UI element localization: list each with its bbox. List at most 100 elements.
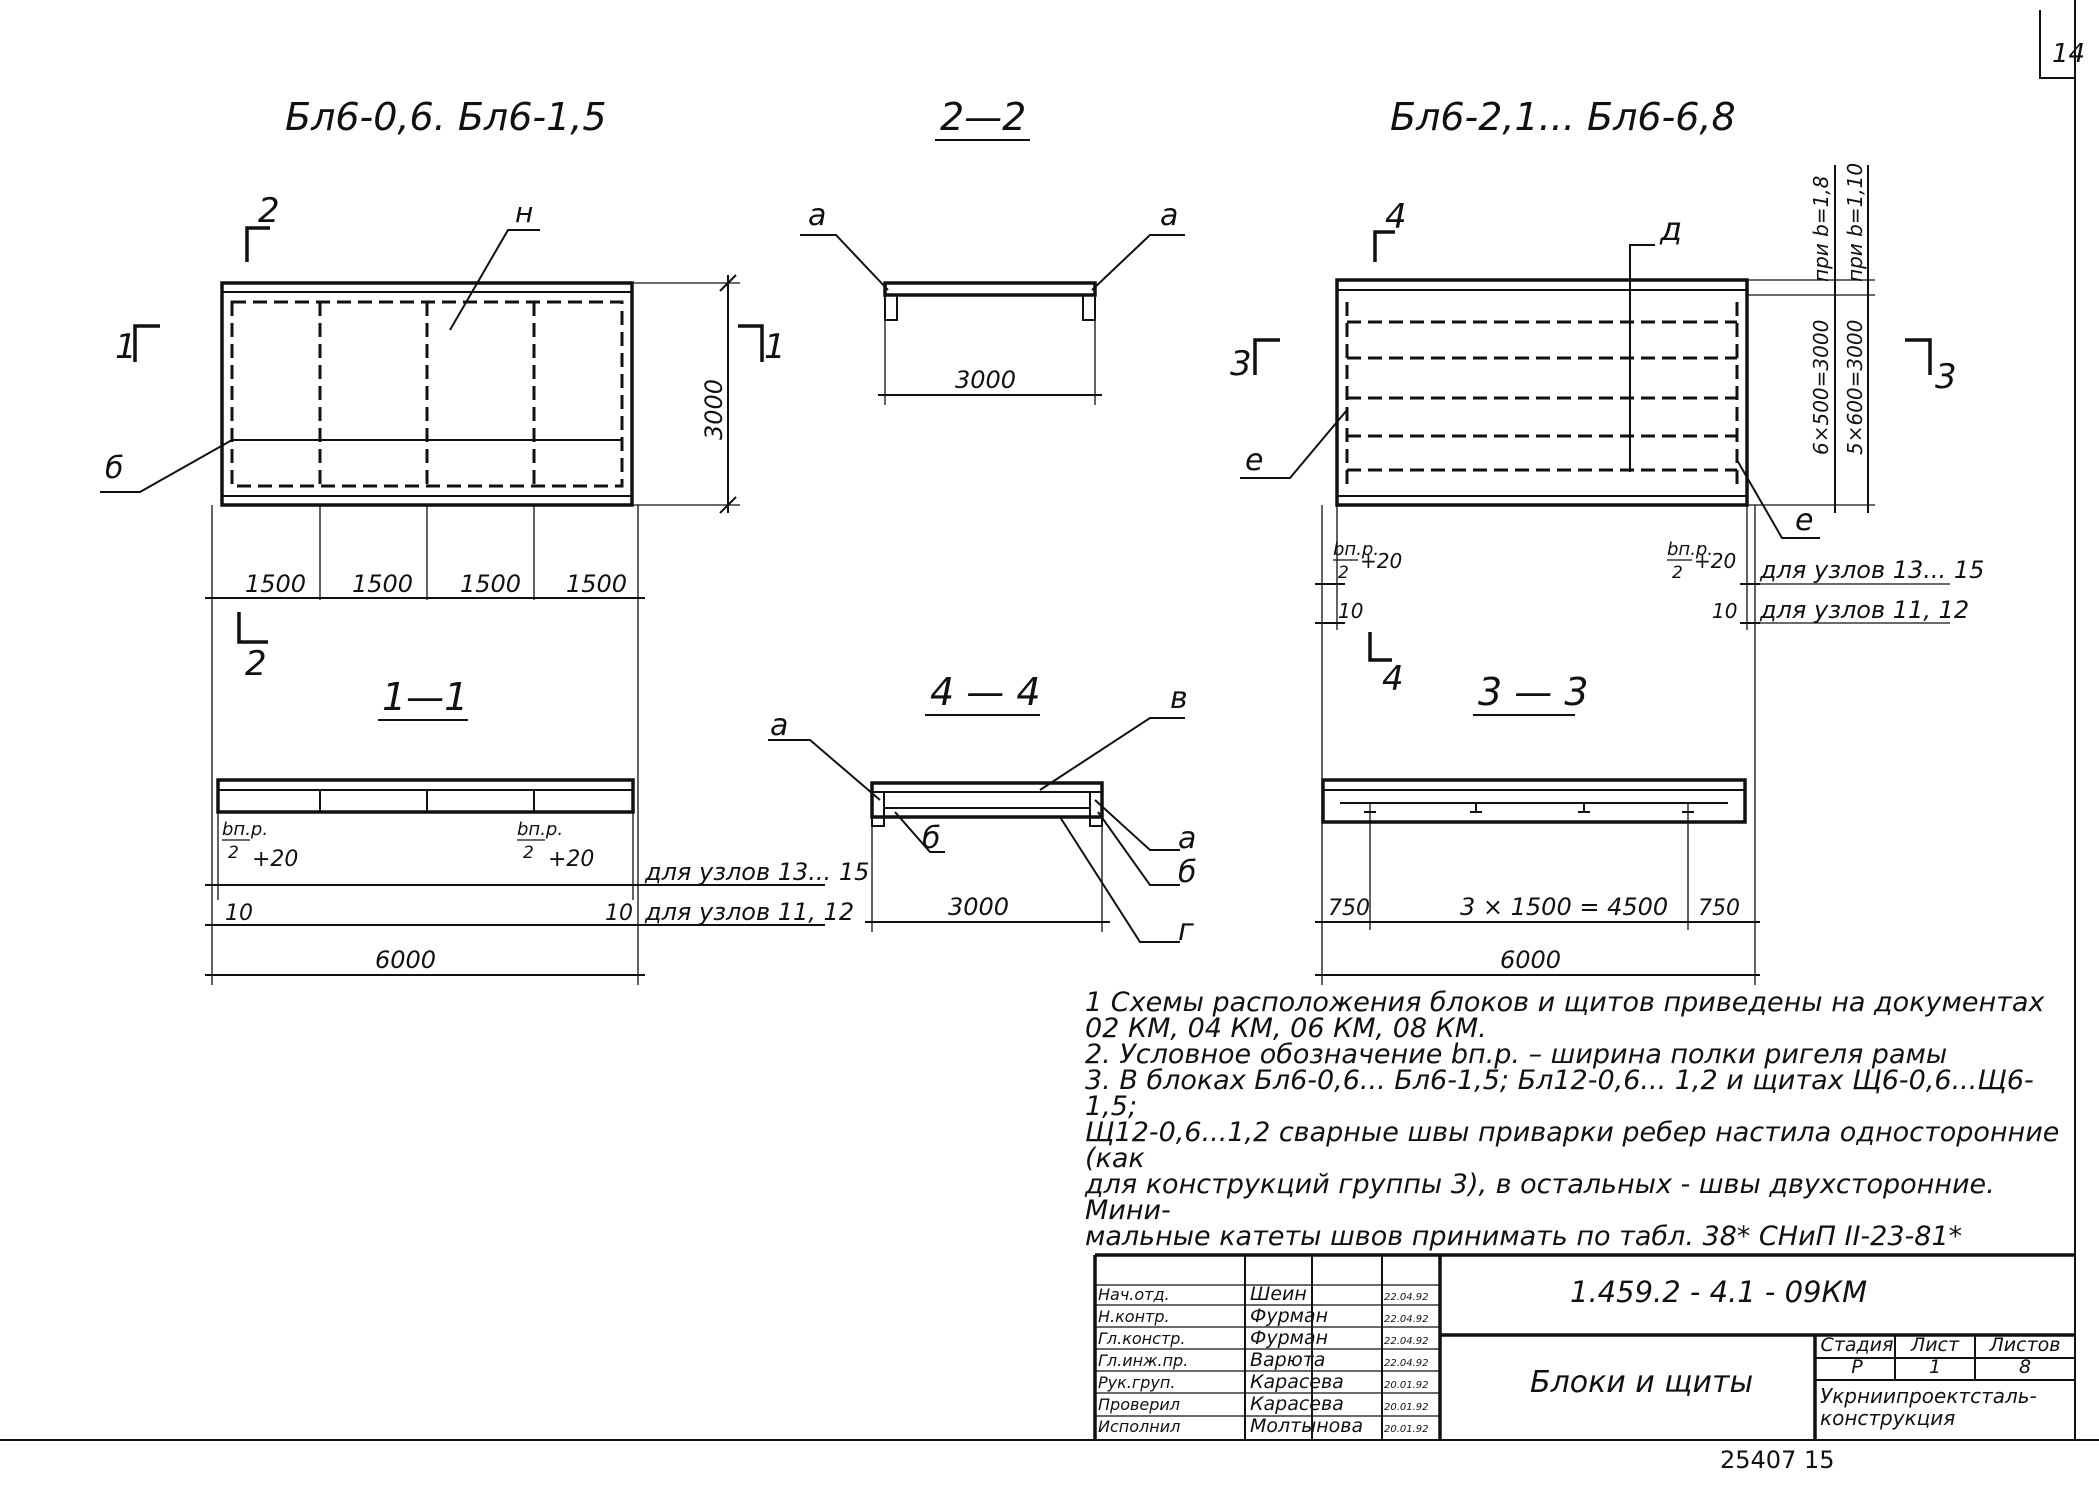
note-line-2: 02 КМ, 04 КМ, 06 КМ, 08 КМ. bbox=[1085, 1013, 1487, 1044]
dim-750-right: 750 bbox=[1698, 896, 1740, 921]
tb-date: 20.01.92 bbox=[1384, 1424, 1429, 1435]
section-3-3: 3 — 3 750 3 × 1500 = 4500 750 6000 bbox=[1315, 670, 1760, 976]
tb-date: 22.04.92 bbox=[1384, 1292, 1429, 1303]
tb-org: Укрниипроектсталь-конструкция bbox=[1820, 1384, 2037, 1430]
tb-hdr-sheets: Листов bbox=[1989, 1334, 2061, 1356]
title-section-4-4: 4 — 4 bbox=[930, 670, 1041, 714]
tb-name: Карасева bbox=[1250, 1393, 1344, 1415]
mark-b-44-left: б bbox=[922, 821, 941, 856]
flange-plus-right-a: +20 bbox=[1360, 549, 1402, 573]
tb-name: Фурман bbox=[1250, 1327, 1329, 1349]
plan-right: д е е 4 4 3 3 при b=1,8 при b=1,10 6×500… bbox=[1230, 163, 1984, 985]
dim-1500-a: 1500 bbox=[245, 570, 306, 598]
tb-code: 1.459.2 - 4.1 - 09КМ bbox=[1570, 1275, 1868, 1309]
dim-10-11-right: 10 bbox=[605, 901, 633, 926]
cut-mark-1-left: 1 bbox=[115, 327, 137, 367]
flange-den-right-a: 2 bbox=[1338, 563, 1349, 583]
flange-num-11-left: bп.р. bbox=[222, 819, 268, 840]
title-section-1-1: 1—1 bbox=[382, 675, 468, 719]
note-at-b10: при b=1,10 bbox=[1843, 163, 1867, 282]
title-right: Бл6-2,1... Бл6-6,8 bbox=[1390, 95, 1736, 139]
tb-roles: Нач.отд. Н.контр. Гл.констр. Гл.инж.пр. … bbox=[1098, 1284, 1243, 1438]
mark-v: в bbox=[1170, 681, 1188, 716]
cut-mark-2-top: 2 bbox=[258, 191, 280, 231]
dim-1500-c: 1500 bbox=[460, 570, 521, 598]
section-1-1: 1—1 bп.р. 2 +20 bп.р. 2 +20 для узлов 13… bbox=[205, 675, 869, 976]
mark-a-left-22: а bbox=[808, 198, 826, 233]
tb-role: Нач.отд. bbox=[1098, 1285, 1170, 1304]
tb-hdr-stage: Стадия bbox=[1820, 1334, 1894, 1356]
dim-spacing-5x600: 5×600=3000 bbox=[1843, 320, 1867, 455]
dim-1500-d: 1500 bbox=[566, 570, 627, 598]
tb-role: Н.контр. bbox=[1098, 1307, 1170, 1326]
tb-dates: 22.04.92 22.04.92 22.04.92 22.04.92 20.0… bbox=[1384, 1287, 1440, 1441]
tb-name: Карасева bbox=[1250, 1371, 1344, 1393]
flange-den-right-b: 2 bbox=[1672, 563, 1683, 583]
titleblock-grid bbox=[1093, 1253, 2075, 1440]
note-line-5: Щ12-0,6...1,2 сварные швы приварки ребер… bbox=[1085, 1117, 2060, 1174]
tb-sheet: 1 bbox=[1928, 1356, 1942, 1378]
flange-den-11-left: 2 bbox=[228, 843, 239, 863]
nodes-13-15-left: для узлов 13... 15 bbox=[644, 858, 869, 886]
tb-name: Варюта bbox=[1250, 1349, 1326, 1371]
flange-num-11-right: bп.р. bbox=[517, 819, 563, 840]
tb-name-title: Блоки и щиты bbox=[1530, 1365, 1754, 1400]
dim-left-3000: 3000 bbox=[700, 379, 728, 440]
mark-g: г bbox=[1178, 913, 1194, 948]
flange-num-right-a: bп.р. bbox=[1333, 539, 1379, 560]
cut-mark-1-right: 1 bbox=[764, 327, 786, 367]
note-line-6: для конструкций группы 3), в остальных -… bbox=[1085, 1169, 1995, 1226]
dim-spacing-6x500: 6×500=3000 bbox=[1809, 320, 1833, 455]
tb-stage: Р bbox=[1851, 1356, 1863, 1378]
cut-mark-3-left: 3 bbox=[1230, 344, 1252, 384]
tb-date: 22.04.92 bbox=[1384, 1336, 1429, 1347]
mark-a-right-22: а bbox=[1160, 198, 1178, 233]
tb-date: 20.01.92 bbox=[1384, 1380, 1429, 1391]
flange-plus-11-right: +20 bbox=[548, 847, 594, 872]
cut-mark-4-bottom: 4 bbox=[1382, 659, 1404, 699]
flange-den-11-right: 2 bbox=[523, 843, 534, 863]
dim-10-right-a: 10 bbox=[1338, 599, 1363, 623]
section-4-4: 4 — 4 а б в а б г 3000 bbox=[768, 670, 1197, 948]
tb-hdr-sheet: Лист bbox=[1910, 1334, 1960, 1356]
dim-10-right-b: 10 bbox=[1712, 599, 1737, 623]
title-left: Бл6-0,6. Бл6-1,5 bbox=[285, 95, 607, 139]
tb-sheets: 8 bbox=[2018, 1356, 2032, 1378]
title-section-2-2: 2—2 bbox=[940, 95, 1026, 139]
footer-number: 25407 15 bbox=[1720, 1446, 1835, 1474]
tb-role: Рук.груп. bbox=[1098, 1373, 1176, 1392]
dim-750-left: 750 bbox=[1328, 896, 1370, 921]
nodes-13-15-right: для узлов 13... 15 bbox=[1759, 556, 1984, 584]
dim-22-3000: 3000 bbox=[955, 366, 1016, 394]
title-section-3-3: 3 — 3 bbox=[1478, 670, 1589, 714]
corner-mark bbox=[2039, 10, 2075, 79]
note-at-b18: при b=1,8 bbox=[1809, 176, 1833, 282]
note-line-1: 1 Схемы расположения блоков и щитов прив… bbox=[1085, 987, 2045, 1018]
mark-b-44-right: б bbox=[1178, 855, 1197, 890]
tb-role: Гл.инж.пр. bbox=[1098, 1351, 1189, 1370]
cut-mark-3-right: 3 bbox=[1935, 357, 1957, 397]
mark-a-44-right: а bbox=[1178, 821, 1196, 856]
tb-name: Шеин bbox=[1250, 1283, 1307, 1305]
tb-role: Исполнил bbox=[1098, 1417, 1181, 1436]
flange-num-right-b: bп.р. bbox=[1667, 539, 1713, 560]
tb-role: Гл.констр. bbox=[1098, 1329, 1186, 1348]
tb-date: 22.04.92 bbox=[1384, 1358, 1429, 1369]
tb-names: Шеин Фурман Фурман Варюта Карасева Карас… bbox=[1250, 1283, 1380, 1437]
dim-11-6000: 6000 bbox=[375, 946, 436, 974]
sheet-corner-number: 14 bbox=[2052, 39, 2085, 69]
note-line-7: мальные катеты швов принимать по табл. 3… bbox=[1085, 1221, 1963, 1252]
dim-33-6000: 6000 bbox=[1500, 946, 1561, 974]
flange-plus-right-b: +20 bbox=[1694, 549, 1736, 573]
plan-left: н б 2 2 1 1 3000 1500 1500 1500 1500 bbox=[100, 191, 786, 985]
cut-mark-4-top: 4 bbox=[1385, 197, 1407, 237]
mark-e-right: е bbox=[1795, 503, 1813, 538]
note-line-4: 3. В блоках Бл6-0,6... Бл6-1,5; Бл12-0,6… bbox=[1085, 1065, 2034, 1122]
notes-block: 1 Схемы расположения блоков и щитов прив… bbox=[1085, 987, 2085, 1252]
mark-b-left: б bbox=[105, 451, 124, 486]
mark-d: д bbox=[1659, 210, 1682, 248]
dim-1500-b: 1500 bbox=[352, 570, 413, 598]
dim-44-3000: 3000 bbox=[948, 893, 1009, 921]
mark-e-left: е bbox=[1245, 443, 1263, 478]
